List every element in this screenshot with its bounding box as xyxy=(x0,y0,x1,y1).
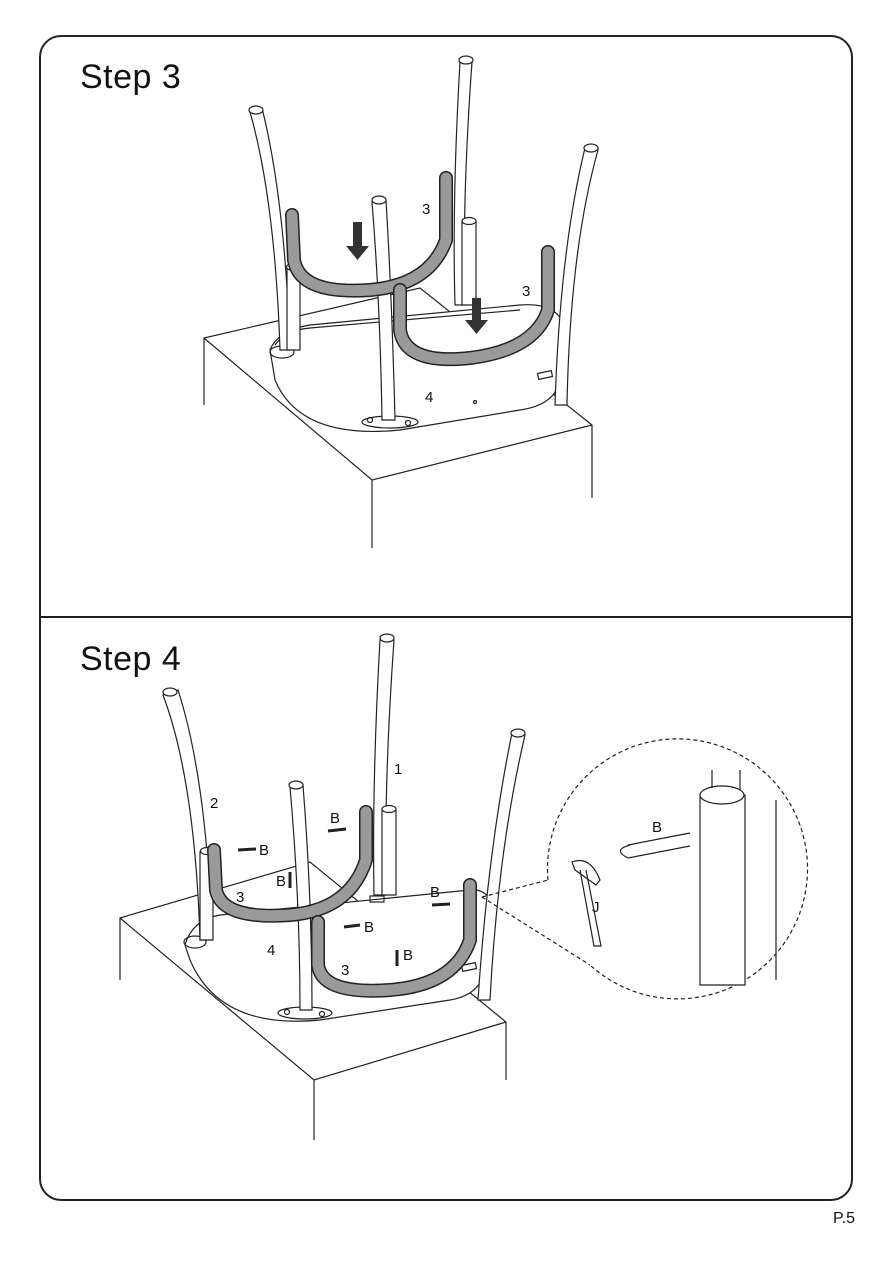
part-label-4: 4 xyxy=(267,942,275,959)
part-label-3b: 3 xyxy=(341,962,349,979)
detail-callout xyxy=(482,739,808,999)
part-label-2: 2 xyxy=(210,795,218,812)
detail-bolt xyxy=(620,833,690,858)
bolt-label: B xyxy=(403,947,413,964)
part-label-3a: 3 xyxy=(236,889,244,906)
bolt-label: B xyxy=(430,884,440,901)
bolt-label: B xyxy=(276,873,286,890)
bolt-label: B xyxy=(259,842,269,859)
bolt-label: B xyxy=(330,810,340,827)
detail-key-label: J xyxy=(592,899,600,916)
detail-leg xyxy=(700,770,776,985)
page-number: P.5 xyxy=(833,1210,855,1228)
detail-bolt-label: B xyxy=(652,819,662,836)
part-label-1: 1 xyxy=(394,761,402,778)
bolt-label: B xyxy=(364,919,374,936)
leg-right xyxy=(478,729,525,1000)
